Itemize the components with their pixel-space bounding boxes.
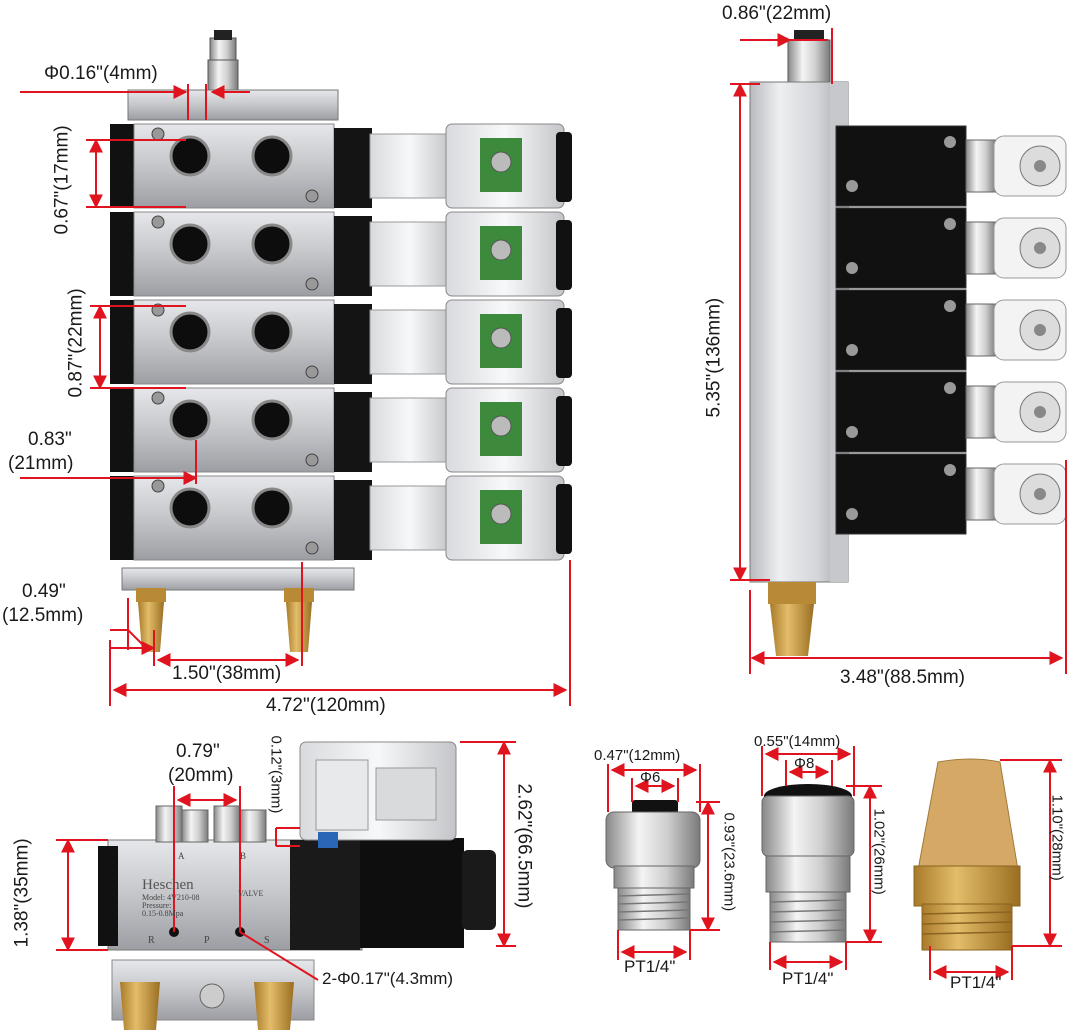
muffler-thread-label: PT1/4" bbox=[950, 973, 1002, 992]
side-view bbox=[749, 30, 1067, 656]
port-r-text: R bbox=[148, 935, 155, 946]
side-muffler bbox=[768, 582, 816, 656]
fitting6-height-label: 0.93"(23.6mm) bbox=[720, 812, 738, 912]
fitting6-thread-label: PT1/4" bbox=[624, 957, 676, 976]
valve-unit bbox=[110, 299, 572, 385]
port-s-text: S bbox=[264, 935, 270, 946]
front-view bbox=[110, 30, 572, 652]
fitting8-height-label: 1.02"(26mm) bbox=[870, 808, 888, 895]
single-valve bbox=[98, 741, 496, 1030]
valve-word-text: VALVE bbox=[238, 889, 264, 898]
muffler-right bbox=[284, 588, 314, 652]
single-port-height-label: 0.12"(3mm) bbox=[267, 735, 285, 814]
side-valve-unit bbox=[835, 289, 1067, 371]
single-port-spacing-inch-label: 0.79" bbox=[176, 741, 220, 762]
total-depth-label: 3.48"(88.5mm) bbox=[840, 667, 966, 688]
valve-unit bbox=[110, 123, 572, 209]
valve-model-text: Model: 4V210-08 bbox=[142, 893, 200, 902]
port-offset-mm-label: (21mm) bbox=[8, 453, 74, 474]
port-diameter-label: Φ0.16"(4mm) bbox=[44, 63, 158, 84]
valve-unit bbox=[110, 211, 572, 297]
valve-unit bbox=[110, 475, 572, 561]
manifold-height-label: 5.35"(136mm) bbox=[703, 297, 725, 418]
manifold-plate-top bbox=[127, 89, 339, 121]
muffler-detail bbox=[913, 758, 1021, 951]
top-fitting bbox=[207, 30, 239, 91]
valve-pressure-label-text: Pressure: bbox=[142, 901, 172, 910]
fitting-8mm-dimensions bbox=[761, 746, 882, 970]
muffler-offset-inch-label: 0.49" bbox=[22, 581, 66, 602]
valve-stack bbox=[110, 123, 572, 561]
muffler-spacing-label: 1.50"(38mm) bbox=[172, 663, 282, 684]
fitting-6mm-dimensions bbox=[607, 763, 720, 960]
side-valve-stack bbox=[835, 125, 1067, 535]
valve-pitch-label: 0.87"(22mm) bbox=[65, 288, 87, 398]
muffler-left bbox=[136, 588, 166, 652]
fitting8-tube-label: Φ8 bbox=[794, 755, 815, 772]
single-valve-dimensions bbox=[56, 740, 516, 981]
valve-brand-text: Heschen bbox=[142, 877, 194, 893]
single-port-spacing-mm-label: (20mm) bbox=[168, 765, 234, 786]
side-view-dimensions bbox=[730, 28, 1067, 674]
port-spacing-vertical-label: 0.67"(17mm) bbox=[51, 125, 73, 235]
side-valve-unit bbox=[835, 371, 1067, 453]
single-body-height-label: 1.38"(35mm) bbox=[11, 838, 33, 948]
port-p-text: P bbox=[204, 935, 210, 946]
side-valve-unit bbox=[835, 453, 1067, 535]
muffler-offset-mm-label: (12.5mm) bbox=[2, 605, 84, 626]
fitting6-width-label: 0.47"(12mm) bbox=[594, 747, 681, 764]
fitting6-tube-label: Φ6 bbox=[640, 769, 661, 786]
port-a-text: A bbox=[178, 851, 185, 861]
manifold-plate-bottom bbox=[121, 567, 355, 591]
total-length-label: 4.72"(120mm) bbox=[266, 695, 386, 716]
single-total-height-label: 2.62"(66.5mm) bbox=[513, 783, 535, 909]
muffler-dimensions bbox=[929, 758, 1062, 980]
side-top-fitting bbox=[794, 30, 824, 40]
valve-pressure-range-text: 0.15-0.8Mpa bbox=[142, 909, 184, 918]
fitting8-width-label: 0.55"(14mm) bbox=[754, 733, 841, 750]
port-offset-inch-label: 0.83" bbox=[28, 429, 72, 450]
fitting8-thread-label: PT1/4" bbox=[782, 969, 834, 988]
front-view-dimensions bbox=[20, 84, 571, 706]
side-valve-unit bbox=[835, 207, 1067, 289]
fitting-6mm bbox=[605, 800, 701, 931]
valve-unit bbox=[110, 387, 572, 473]
single-valve-fittings bbox=[155, 805, 267, 843]
port-b-text: B bbox=[240, 851, 247, 861]
mount-holes-label: 2-Φ0.17"(4.3mm) bbox=[322, 969, 454, 988]
fitting-8mm bbox=[761, 784, 855, 943]
side-valve-unit bbox=[835, 125, 1067, 207]
fitting-offset-label: 0.86"(22mm) bbox=[722, 3, 832, 24]
muffler-height-label: 1.10"(28mm) bbox=[1048, 794, 1066, 881]
